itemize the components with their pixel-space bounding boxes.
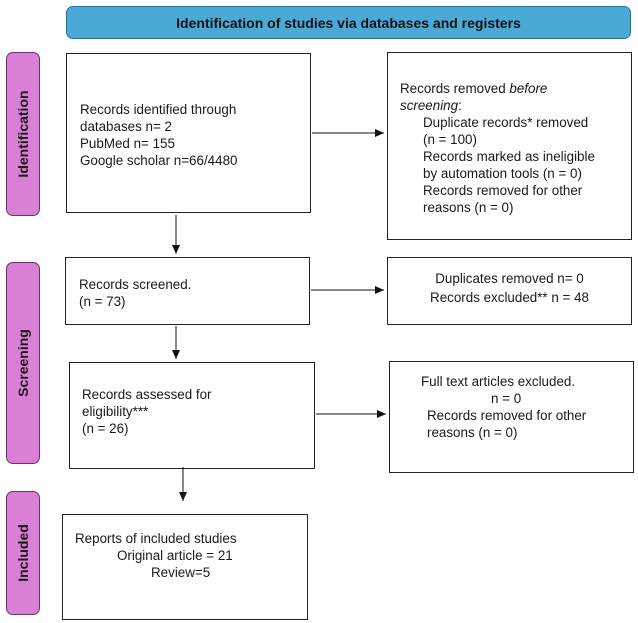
fulltext-removed-other-count: reasons (n = 0) xyxy=(427,425,518,440)
databases-count: databases n= 2 xyxy=(80,119,172,134)
fulltext-removed-other: Records removed for other xyxy=(427,408,587,423)
fulltext-excluded-text: Full text articles excluded. xyxy=(421,374,576,389)
fulltext-excluded-box: Full text articles excluded. n = 0 Recor… xyxy=(389,361,634,473)
records-identified-box: Records identified through databases n= … xyxy=(66,53,311,213)
duplicates-removed: Duplicates removed n= 0 xyxy=(435,271,584,286)
phase-label-identification: Identification xyxy=(6,52,40,216)
eligibility-assessed-box: Records assessed for eligibility*** (n =… xyxy=(69,362,315,469)
removed-before-heading-cont: screening: xyxy=(400,98,462,113)
identification-header: Identification of studies via databases … xyxy=(66,6,631,39)
phase-label-screening: Screening xyxy=(6,262,40,464)
records-excluded: Records excluded** n = 48 xyxy=(430,290,589,305)
original-article-count: Original article = 21 xyxy=(117,548,233,563)
eligibility-text: Records assessed for xyxy=(82,387,212,402)
pubmed-count: PubMed n= 155 xyxy=(80,136,175,151)
records-identified-text: Records identified through xyxy=(80,102,237,117)
phase-label-included: Included xyxy=(6,491,40,615)
eligibility-text-cont: eligibility*** xyxy=(82,404,149,419)
removed-before-heading: Records removed before xyxy=(400,81,548,96)
records-excluded-box: Duplicates removed n= 0 Records excluded… xyxy=(387,257,632,325)
review-count: Review=5 xyxy=(151,565,211,580)
eligibility-count: (n = 26) xyxy=(82,421,129,436)
included-studies-text: Reports of included studies xyxy=(75,531,237,546)
google-scholar-count: Google scholar n=66/4480 xyxy=(80,153,238,168)
removed-other-reasons-count: reasons (n = 0) xyxy=(423,200,514,215)
duplicate-records-removed: Duplicate records* removed xyxy=(423,115,589,130)
header-title: Identification of studies via databases … xyxy=(176,14,521,31)
records-screened-box: Records screened. (n = 73) xyxy=(65,257,310,325)
records-screened-text: Records screened. xyxy=(79,277,192,292)
fulltext-excluded-count: n = 0 xyxy=(491,391,522,406)
duplicate-records-count: (n = 100) xyxy=(423,132,477,147)
records-removed-before-screening-box: Records removed before screening: Duplic… xyxy=(387,52,632,240)
removed-other-reasons: Records removed for other xyxy=(423,183,583,198)
ineligible-by-automation: Records marked as ineligible xyxy=(423,149,595,164)
ineligible-by-automation-count: by automation tools (n = 0) xyxy=(423,166,582,181)
records-screened-count: (n = 73) xyxy=(79,294,126,309)
included-studies-box: Reports of included studies Original art… xyxy=(62,514,308,620)
